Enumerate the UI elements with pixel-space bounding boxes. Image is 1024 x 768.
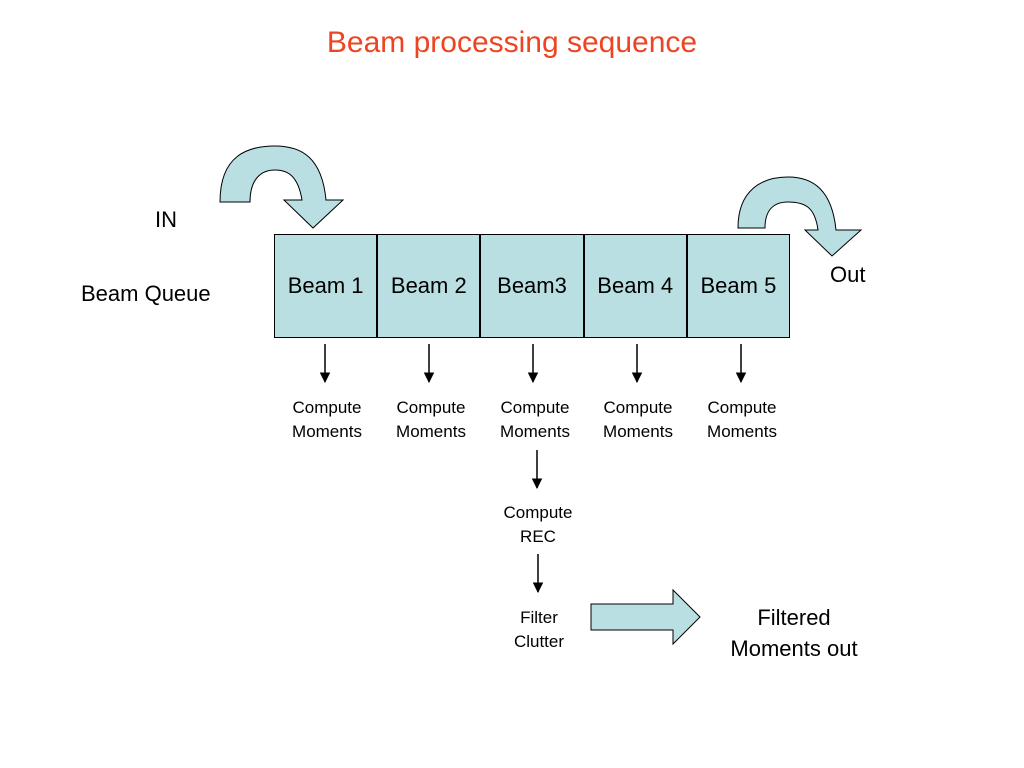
label-line: Compute <box>707 398 777 417</box>
compute-moments-label: Compute Moments <box>583 396 693 444</box>
label-line: Moments <box>292 422 362 441</box>
label-line: Moments <box>396 422 466 441</box>
beam-cell: Beam3 <box>481 235 585 337</box>
filtered-moments-out-label: Filtered Moments out <box>694 602 894 664</box>
compute-moments-label: Compute Moments <box>687 396 797 444</box>
out-label: Out <box>830 262 866 287</box>
compute-rec-label: Compute REC <box>483 501 593 549</box>
in-curved-arrow-icon <box>219 145 345 229</box>
compute-moments-label: Compute Moments <box>376 396 486 444</box>
diagram-title: Beam processing sequence <box>326 26 698 59</box>
beam-cell: Beam 4 <box>585 235 688 337</box>
beam-cell: Beam 2 <box>378 235 482 337</box>
label-line: Moments <box>603 422 673 441</box>
label-line: Filter <box>520 608 558 627</box>
label-line: Filtered <box>757 605 831 630</box>
beam-queue-label: Beam Queue <box>81 281 211 306</box>
compute-moments-label: Compute Moments <box>272 396 382 444</box>
label-line: REC <box>520 527 556 546</box>
label-line: Compute <box>292 398 362 417</box>
label-line: Compute <box>603 398 673 417</box>
label-line: Compute <box>503 503 573 522</box>
beam-cell: Beam 5 <box>700 273 777 298</box>
label-line: Moments out <box>730 636 858 661</box>
output-block-arrow-icon <box>590 588 701 646</box>
compute-moments-label: Compute Moments <box>480 396 590 444</box>
label-line: Compute <box>500 398 570 417</box>
out-curved-arrow-icon <box>737 176 863 257</box>
beam-cell: Beam 1 <box>275 235 379 337</box>
label-line: Clutter <box>513 632 565 651</box>
label-line: Moments <box>500 422 570 441</box>
filter-clutter-label: Filter Clutter <box>484 606 594 654</box>
label-line: Compute <box>396 398 466 417</box>
beam-queue: Beam 1 Beam 2 Beam3 Beam 4 Beam 5 <box>274 234 790 338</box>
label-line: Moments <box>707 422 777 441</box>
in-label: IN <box>155 207 177 232</box>
